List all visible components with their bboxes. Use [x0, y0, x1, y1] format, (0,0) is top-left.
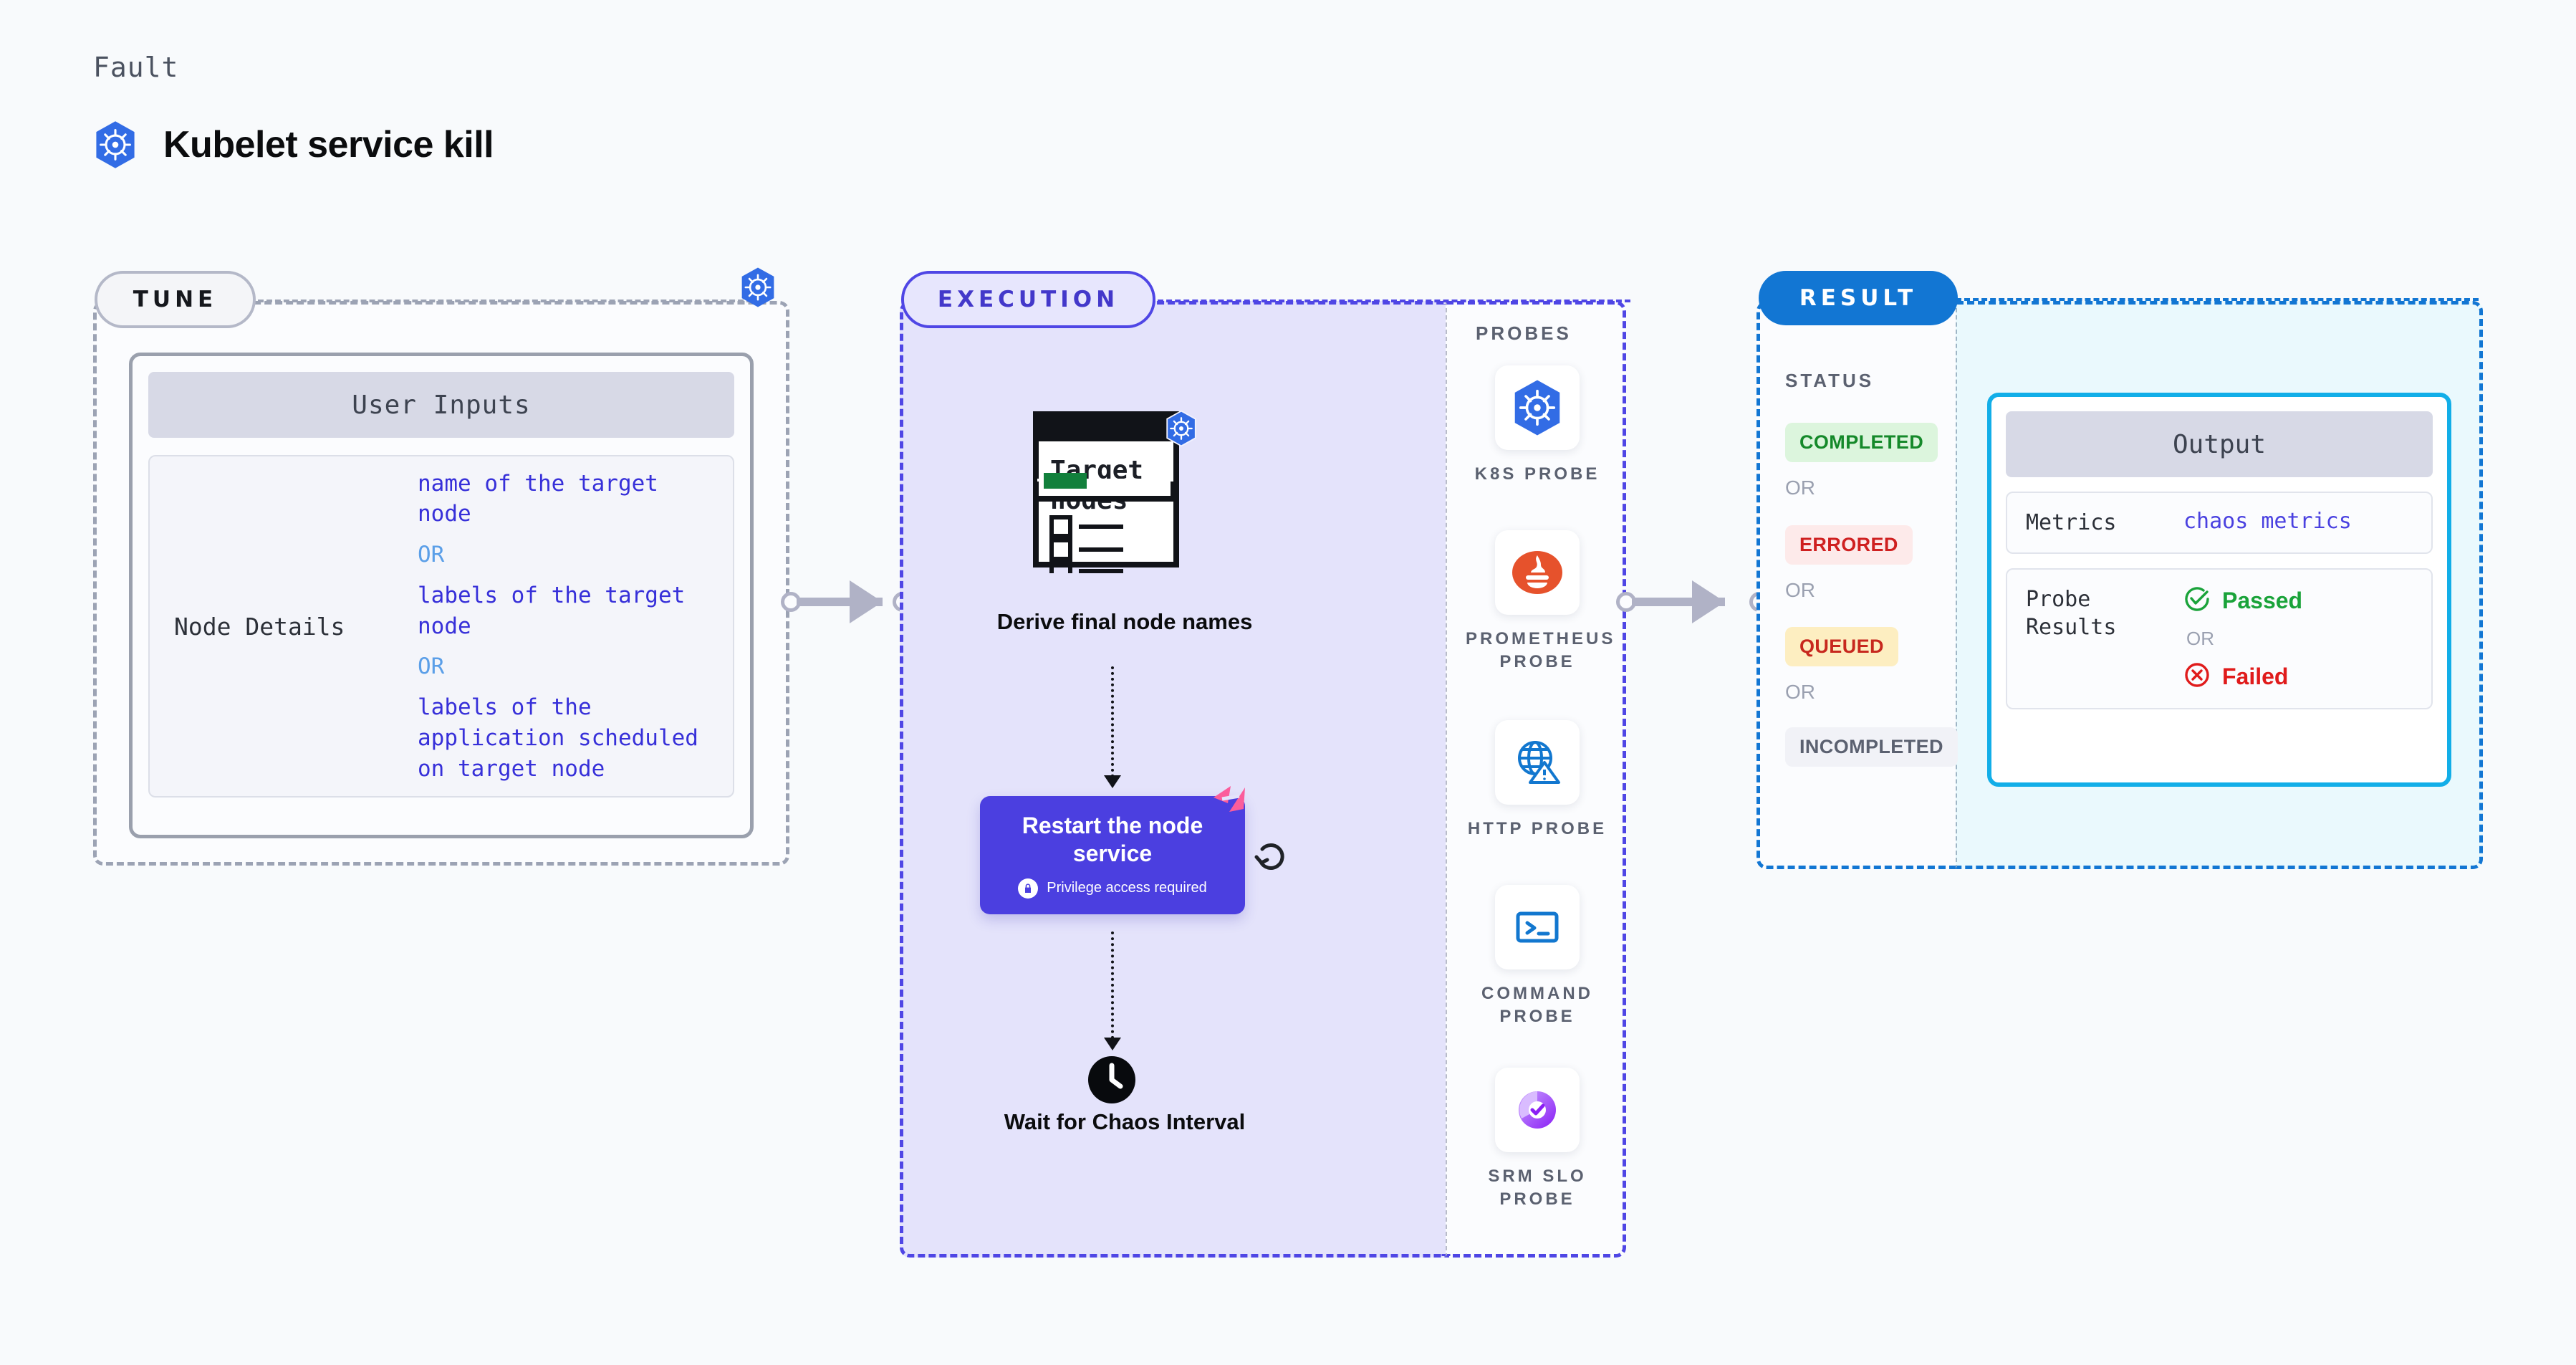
node-detail-value: labels of the application scheduled on t…: [418, 694, 698, 782]
result-badge-connector: [1956, 298, 2479, 301]
execution-badge-connector: [1158, 300, 1630, 302]
probe-result-failed: Failed: [2183, 661, 2302, 692]
probes-title: PROBES: [1476, 322, 1572, 344]
user-inputs-card: User Inputs Node Details name of the tar…: [129, 353, 754, 838]
step-caption-derive: Derive final node names: [996, 609, 1253, 634]
status-badge-completed: COMPLETED: [1785, 423, 1938, 462]
status-title: STATUS: [1785, 370, 1875, 391]
restart-node-service-title: Restart the node service: [1022, 813, 1203, 866]
node-detail-value: labels of the target node: [418, 582, 686, 639]
failed-label: Failed: [2222, 664, 2289, 689]
result-status-section: [1756, 301, 1956, 869]
probe-srm-slo[interactable]: SRM SLO PROBE: [1466, 1068, 1609, 1212]
node-details-row: Node Details name of the target node OR …: [148, 455, 734, 798]
node-detail-or: OR: [418, 542, 445, 568]
x-circle-icon: [2183, 661, 2211, 692]
user-inputs-header: User Inputs: [148, 372, 734, 438]
probe-label: HTTP PROBE: [1467, 819, 1607, 838]
step-caption-wait: Wait for Chaos Interval: [1004, 1109, 1246, 1134]
metrics-value[interactable]: chaos metrics: [2183, 509, 2352, 534]
terminal-icon: [1495, 885, 1580, 969]
status-or: OR: [1785, 476, 1815, 499]
probe-result-passed: Passed: [2183, 585, 2302, 616]
flow-arrow-2-head: [1104, 1038, 1121, 1050]
prometheus-icon: [1495, 530, 1580, 615]
node-details-values: name of the target node OR labels of the…: [418, 469, 708, 785]
output-header: Output: [2006, 411, 2433, 477]
node-detail-or: OR: [418, 653, 445, 680]
status-badge-errored: ERRORED: [1785, 525, 1913, 565]
clock-icon: [1087, 1055, 1136, 1108]
retry-rotate-icon[interactable]: [1252, 838, 1289, 879]
privilege-note: Privilege access required: [1018, 878, 1207, 899]
check-circle-icon: [2183, 585, 2211, 616]
probe-command[interactable]: COMMAND PROBE: [1466, 885, 1609, 1029]
probe-label: PROMETHEUS PROBE: [1466, 629, 1616, 672]
probe-prometheus[interactable]: PROMETHEUS PROBE: [1466, 530, 1616, 674]
output-card: Output Metrics chaos metrics Probe Resul…: [1987, 393, 2451, 787]
page-title: Kubelet service kill: [163, 124, 494, 166]
probe-http[interactable]: HTTP PROBE: [1466, 720, 1609, 840]
result-badge: RESULT: [1759, 271, 1958, 325]
node-details-label: Node Details: [174, 612, 345, 641]
restart-node-service-node[interactable]: Restart the node service Privilege acces…: [980, 796, 1245, 914]
kubernetes-icon: [739, 267, 777, 312]
flow-arrow-1-head: [1104, 775, 1121, 788]
kubernetes-icon: [1495, 365, 1580, 450]
status-badge-queued: QUEUED: [1785, 627, 1898, 666]
kubernetes-icon: [93, 120, 138, 169]
probe-label: SRM SLO PROBE: [1488, 1167, 1587, 1210]
kubernetes-icon: [1165, 410, 1198, 451]
lock-icon: [1018, 878, 1039, 899]
harness-pink-icon: [1212, 783, 1246, 818]
doc-frame-bottom: [1033, 482, 1176, 502]
probe-k8s[interactable]: K8S PROBE: [1466, 365, 1609, 486]
passed-label: Passed: [2222, 588, 2303, 613]
flow-arrow-2: [1111, 931, 1114, 1039]
probe-result-or: OR: [2186, 628, 2214, 649]
output-metrics-row: Metrics chaos metrics: [2006, 492, 2433, 554]
metrics-label: Metrics: [2026, 510, 2117, 535]
execution-badge: EXECUTION: [901, 271, 1155, 328]
probe-label: K8S PROBE: [1474, 464, 1600, 484]
output-probe-results-row: Probe Results Passed OR: [2006, 568, 2433, 709]
probe-label: COMMAND PROBE: [1481, 984, 1593, 1027]
probe-results-values: Passed OR Failed: [2183, 585, 2302, 692]
privilege-note-text: Privilege access required: [1047, 880, 1207, 896]
tune-badge: TUNE: [95, 271, 256, 328]
fault-eyebrow: Fault: [93, 52, 179, 83]
status-badge-incompleted: INCOMPLETED: [1785, 727, 1958, 767]
page-title-row: Kubelet service kill: [93, 120, 494, 169]
globe-warning-icon: [1495, 720, 1580, 805]
status-or: OR: [1785, 579, 1815, 601]
flow-arrow-1: [1111, 666, 1114, 777]
status-or: OR: [1785, 681, 1815, 703]
probe-results-label: Probe Results: [2026, 587, 2117, 640]
tune-badge-connector: [258, 300, 752, 302]
doc-progress-bar: [1044, 473, 1087, 489]
node-detail-value: name of the target node: [418, 470, 658, 527]
srm-slo-donut-icon: [1495, 1068, 1580, 1152]
